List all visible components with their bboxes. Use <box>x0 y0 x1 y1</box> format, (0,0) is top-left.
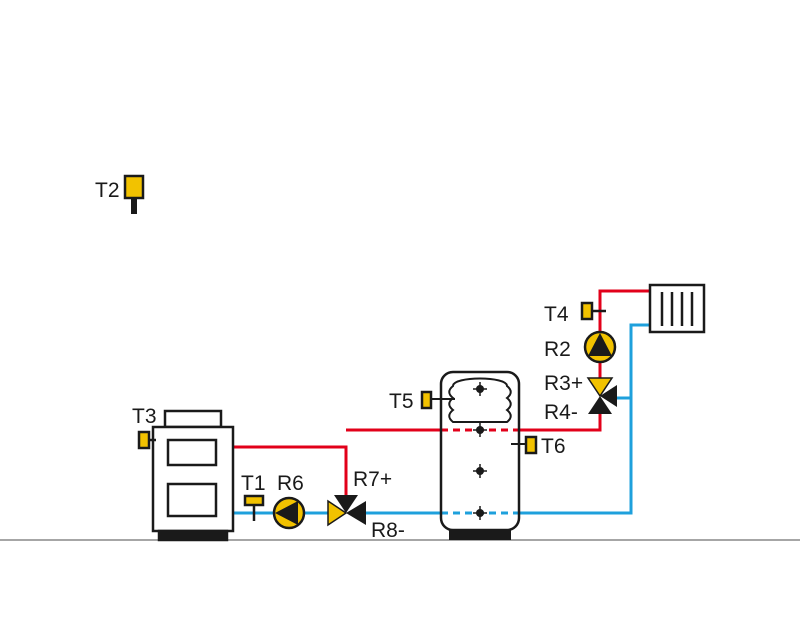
sensor-t5 <box>420 390 455 410</box>
boiler-door-lower <box>166 482 218 518</box>
label-r7: R7+ <box>353 468 392 491</box>
tank-connection-ticks <box>473 382 487 520</box>
label-r4: R4- <box>544 401 578 424</box>
supply-pipe-boiler-to-valve <box>233 445 348 497</box>
radiator-icon <box>648 283 706 334</box>
label-t4: T4 <box>544 303 569 326</box>
boiler-door-upper <box>166 438 218 467</box>
valve-r3-r4-bottom <box>588 396 612 414</box>
label-t2: T2 <box>95 179 120 202</box>
label-r6: R6 <box>277 472 304 495</box>
sensor-t3 <box>137 430 156 450</box>
label-r8: R8- <box>371 519 405 542</box>
boiler-top-cap <box>163 409 223 429</box>
label-t1: T1 <box>241 472 266 495</box>
tank-connection-points <box>476 385 484 517</box>
pump-r6-arrow <box>275 501 298 525</box>
sensor-t4 <box>580 301 606 321</box>
label-r2: R2 <box>544 338 571 361</box>
valve-r7-r8-left <box>327 499 348 527</box>
pump-r6 <box>272 496 306 530</box>
buffer-tank <box>439 370 521 540</box>
label-t3: T3 <box>132 405 157 428</box>
valve-r7-r8-right <box>346 501 366 525</box>
sensor-t1 <box>243 494 265 521</box>
tank-base <box>449 530 511 540</box>
valve-r7-r8 <box>327 495 366 527</box>
valve-r3-r4-top <box>586 377 614 398</box>
label-r3: R3+ <box>544 372 583 395</box>
valve-r7-r8-top <box>334 495 358 513</box>
label-t5: T5 <box>389 390 414 413</box>
label-t6: T6 <box>541 435 566 458</box>
supply-pipe-tank-to-mixer <box>519 412 602 432</box>
sensor-t6 <box>511 435 538 455</box>
boiler-base <box>157 529 229 542</box>
return-pipe-tank-to-radiator <box>519 323 650 515</box>
sensor-t2 <box>123 174 145 214</box>
pump-r2 <box>583 330 617 364</box>
valve-r3-r4 <box>586 377 617 414</box>
valve-r3-r4-right <box>600 385 617 407</box>
pump-r2-arrow <box>588 333 612 356</box>
boiler <box>151 409 235 542</box>
